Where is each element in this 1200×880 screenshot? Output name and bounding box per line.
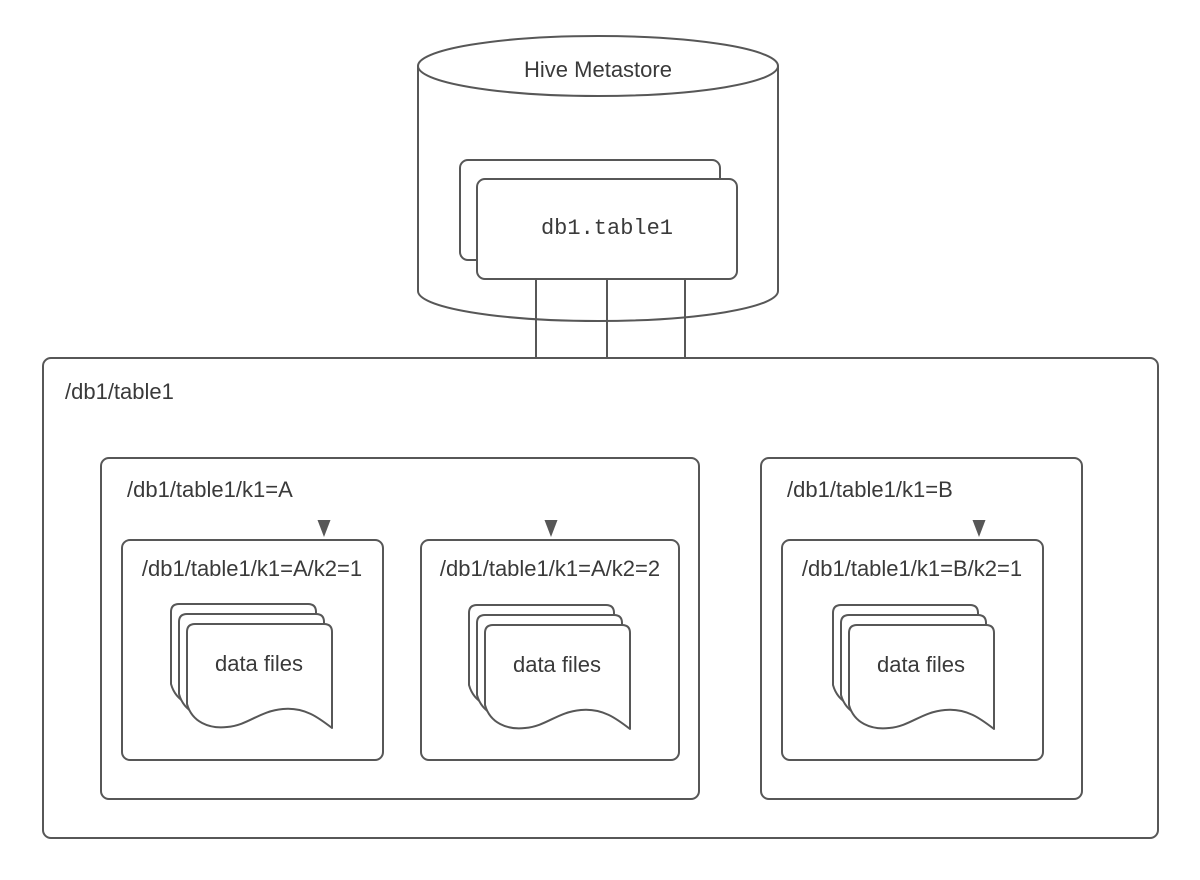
metastore-cylinder-top (417, 35, 779, 97)
arrowhead-to-k1a-k2-1-icon (317, 520, 331, 537)
diagram-shapes (42, 35, 1159, 839)
diagram-labels: Hive Metastore db1.table1 /db1/table1 /d… (65, 57, 1022, 677)
k1-b-label: /db1/table1/k1=B (787, 477, 953, 502)
arrowhead-to-k1b-k2-1-icon (972, 520, 986, 537)
arrowhead-to-k1a-k2-2-icon (544, 520, 558, 537)
metastore-cylinder-body (417, 65, 779, 322)
document-sheet-front-icon (848, 624, 995, 730)
k1b-k2-1-label: /db1/table1/k1=B/k2=1 (802, 556, 1022, 581)
table-card-label: db1.table1 (541, 216, 673, 241)
document-sheet-front-icon (186, 623, 333, 729)
document-sheet-front-icon (484, 624, 631, 730)
metastore-title: Hive Metastore (524, 57, 672, 82)
arrowheads (317, 520, 986, 537)
k1a-k2-1-label: /db1/table1/k1=A/k2=1 (142, 556, 362, 581)
data-files-label-k1b-k2-1: data files (877, 652, 965, 677)
k1-a-label: /db1/table1/k1=A (127, 477, 293, 502)
k1a-k2-2-label: /db1/table1/k1=A/k2=2 (440, 556, 660, 581)
data-files-label-k1a-k2-1: data files (215, 651, 303, 676)
warehouse-root-label: /db1/table1 (65, 379, 174, 404)
data-files-label-k1a-k2-2: data files (513, 652, 601, 677)
